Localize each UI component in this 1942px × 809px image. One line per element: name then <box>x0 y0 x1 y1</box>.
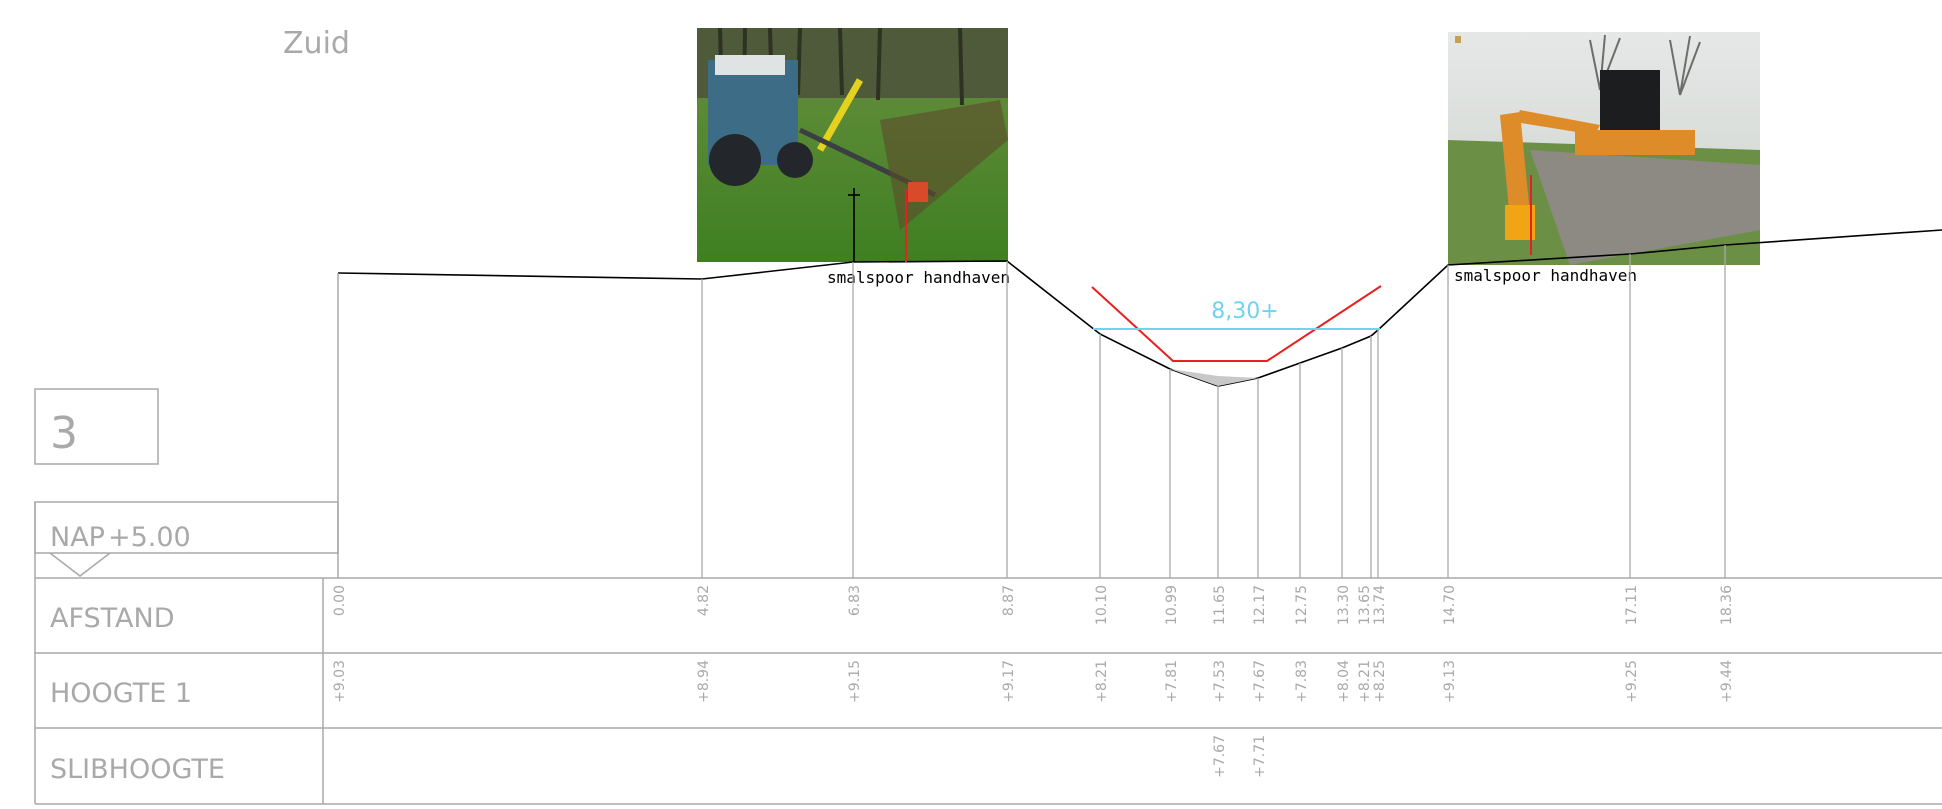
hoogte-value-12: +9.13 <box>1442 660 1458 703</box>
afstand-value-7: 12.17 <box>1252 585 1268 625</box>
slibhoogte-value-1: +7.71 <box>1252 735 1268 778</box>
afstand-value-5: 10.99 <box>1164 585 1180 625</box>
hoogte-value-2: +9.15 <box>847 660 863 703</box>
row-label-afstand: AFSTAND <box>50 603 175 634</box>
row-label-slibhoogte: SLIBHOOGTE <box>50 754 225 785</box>
hoogte-value-8: +7.83 <box>1294 660 1310 703</box>
hoogte-value-11: +8.25 <box>1372 660 1388 703</box>
afstand-value-1: 4.82 <box>696 585 712 616</box>
afstand-value-12: 14.70 <box>1442 585 1458 625</box>
width-dimension: 8,30+ <box>1211 299 1278 324</box>
hoogte-value-6: +7.53 <box>1212 660 1228 703</box>
profile-number-box <box>34 388 159 465</box>
hoogte-value-7: +7.67 <box>1252 660 1268 703</box>
slibhoogte-values: +7.67 +7.71 <box>1212 735 1268 778</box>
afstand-value-11: 13.74 <box>1372 585 1388 625</box>
slibhoogte-value-0: +7.67 <box>1212 735 1228 778</box>
profile-number: 3 <box>50 408 78 459</box>
hoogte-value-1: +8.94 <box>696 660 712 703</box>
afstand-value-6: 11.65 <box>1212 585 1228 625</box>
afstand-value-14: 18.36 <box>1719 585 1735 625</box>
afstand-value-4: 10.10 <box>1094 585 1110 625</box>
nap-marker <box>49 552 111 577</box>
hoogte-value-14: +9.44 <box>1719 660 1735 703</box>
hoogte-value-5: +7.81 <box>1164 660 1180 703</box>
afstand-values: 0.00 4.82 6.83 8.87 10.10 10.99 11.65 12.17 12.7… <box>332 585 1735 625</box>
hoogte-value-13: +9.25 <box>1624 660 1640 703</box>
afstand-value-0: 0.00 <box>332 585 348 616</box>
data-table <box>34 273 1942 805</box>
ground-profile-line <box>337 229 1942 387</box>
sludge-area <box>1170 369 1258 386</box>
afstand-value-2: 6.83 <box>847 585 863 616</box>
hoogte-value-9: +8.04 <box>1336 660 1352 703</box>
nap-value: +5.00 <box>108 522 191 553</box>
side-label: Zuid <box>283 26 350 61</box>
excavator-ditch-photo <box>1448 32 1760 265</box>
hoogte-value-10: +8.21 <box>1357 660 1373 703</box>
tractor-ditch-mower-photo <box>697 27 1008 262</box>
annotation-smalspoor-2: smalspoor handhaven <box>1454 266 1637 285</box>
annotation-smalspoor-1: smalspoor handhaven <box>827 268 1010 287</box>
afstand-value-9: 13.30 <box>1336 585 1352 625</box>
design-profile-line <box>1091 285 1382 362</box>
station-verticals <box>701 245 1726 578</box>
hoogte-value-0: +9.03 <box>332 660 348 703</box>
row-label-hoogte: HOOGTE 1 <box>50 678 192 709</box>
hoogte-value-4: +8.21 <box>1094 660 1110 703</box>
nap-label: NAP <box>50 522 105 553</box>
afstand-value-13: 17.11 <box>1624 585 1640 625</box>
hoogte-value-3: +9.17 <box>1001 660 1017 703</box>
afstand-value-10: 13.65 <box>1357 585 1373 625</box>
afstand-value-3: 8.87 <box>1001 585 1017 616</box>
hoogte-values: +9.03 +8.94 +9.15 +9.17 +8.21 +7.81 +7.53 +7.67… <box>332 660 1735 703</box>
afstand-value-8: 12.75 <box>1294 585 1310 625</box>
